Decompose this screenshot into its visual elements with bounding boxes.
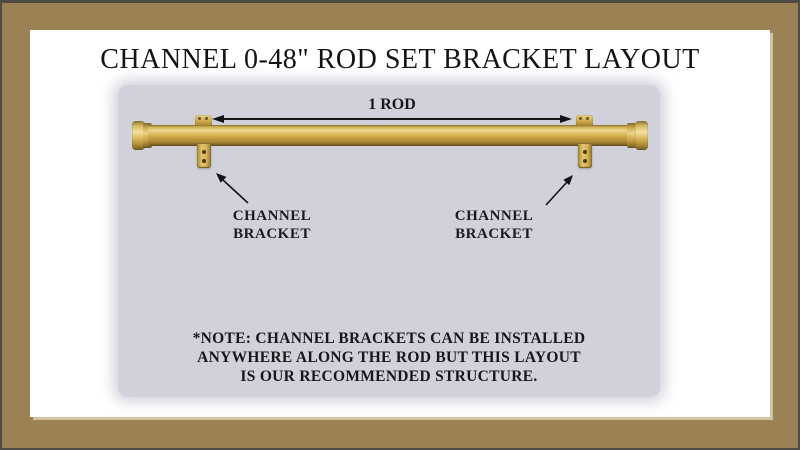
rod-end-cap-right <box>635 121 648 150</box>
screw-icon <box>205 117 208 120</box>
screw-hole-icon <box>202 150 206 154</box>
right-bracket-label-line1: CHANNEL <box>454 208 534 224</box>
arrow-overlay <box>212 115 573 206</box>
dimension-double-arrow <box>212 115 572 123</box>
installation-note: *NOTE: CHANNEL BRACKETS CAN BE INSTALLED… <box>118 329 660 386</box>
screw-hole-icon <box>583 150 587 154</box>
screw-icon <box>579 117 582 120</box>
diagram-title: CHANNEL 0-48" ROD SET BRACKET LAYOUT <box>100 44 700 75</box>
rod-end-cap-left <box>132 121 145 150</box>
channel-bracket-left-clamp <box>195 115 212 126</box>
screw-hole-icon <box>202 159 206 163</box>
note-line3: IS OUR RECOMMENDED STRUCTURE. <box>240 368 538 385</box>
inner-panel: CHANNEL 0-48" ROD SET BRACKET LAYOUT 1 R… <box>30 30 770 417</box>
rod-dimension-label: 1 ROD <box>368 96 416 113</box>
screw-hole-icon <box>583 159 587 163</box>
left-bracket-label-line2: BRACKET <box>233 226 311 242</box>
right-bracket-pointer-arrow <box>545 175 573 206</box>
diagram-canvas: 1 ROD <box>118 85 660 397</box>
channel-bracket-right-clamp <box>576 115 593 126</box>
left-bracket-label: CHANNEL BRACKET <box>192 207 352 243</box>
screw-icon <box>198 117 201 120</box>
note-line1: *NOTE: CHANNEL BRACKETS CAN BE INSTALLED <box>192 330 586 347</box>
outer-frame: CHANNEL 0-48" ROD SET BRACKET LAYOUT 1 R… <box>2 3 798 448</box>
channel-bracket-right-plate <box>578 144 592 168</box>
note-line2: ANYWHERE ALONG THE ROD BUT THIS LAYOUT <box>197 349 581 366</box>
screw-icon <box>586 117 589 120</box>
rod-end-cap-left-ring <box>143 123 152 148</box>
right-bracket-label: CHANNEL BRACKET <box>414 207 574 243</box>
curtain-rod <box>148 125 632 146</box>
left-bracket-label-line1: CHANNEL <box>232 208 312 224</box>
rod-end-cap-right-ring <box>627 123 636 148</box>
left-bracket-pointer-arrow <box>216 173 249 204</box>
channel-bracket-left-plate <box>197 144 211 168</box>
right-bracket-label-line2: BRACKET <box>455 226 533 242</box>
